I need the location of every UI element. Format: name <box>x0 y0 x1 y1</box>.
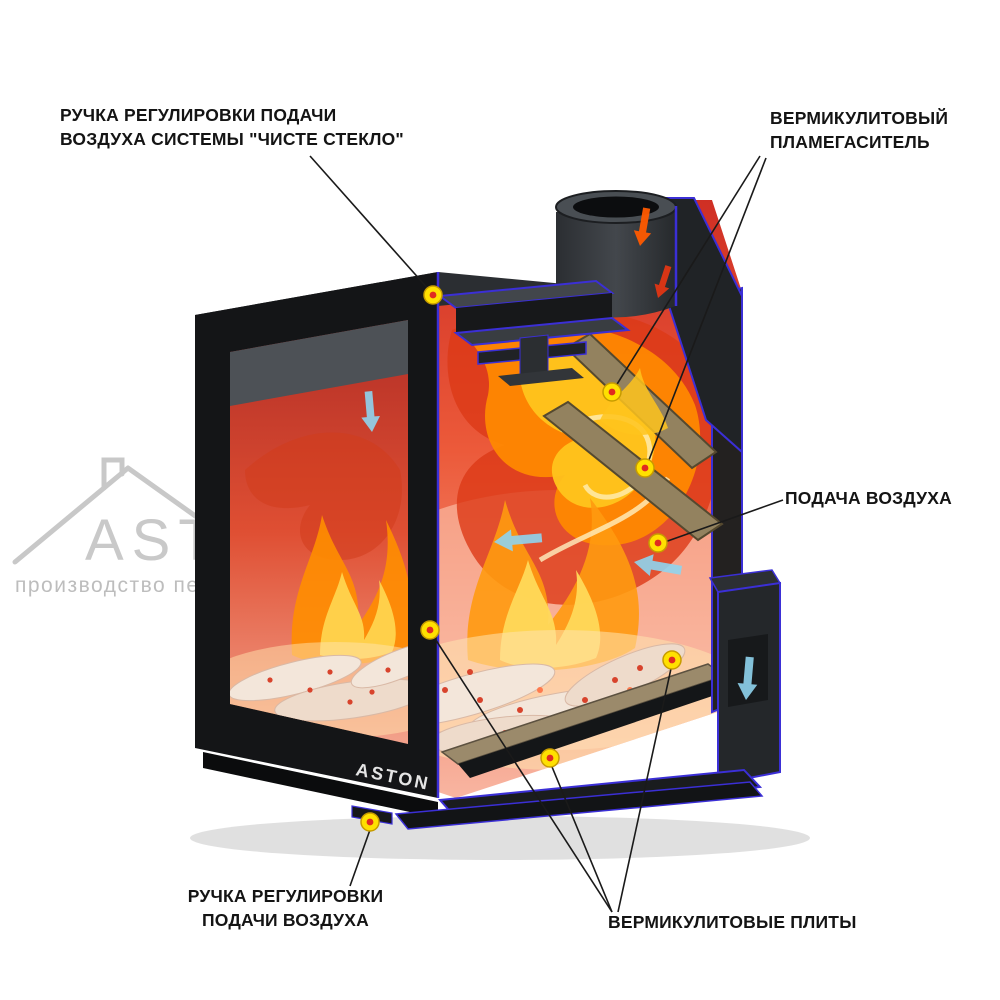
callout-line-arrester-1 <box>613 155 761 390</box>
stove-front: ASTON <box>195 272 438 798</box>
firebox-base-band <box>458 676 736 778</box>
callout-markers <box>360 285 682 832</box>
vermiculite-slab-bottom <box>542 400 724 542</box>
stove-base <box>203 752 764 830</box>
callout-marker-plate-left <box>420 620 440 640</box>
callout-marker-flame-arrester-top <box>602 382 622 402</box>
callout-marker-air-supply <box>648 533 668 553</box>
callout-line-air-handle <box>349 826 372 887</box>
callout-line-plates-3 <box>617 663 673 913</box>
callout-line-air-supply <box>661 499 784 544</box>
base-tray-2 <box>394 781 764 830</box>
callout-line-plates-2 <box>549 761 613 913</box>
callout-line-arrester-2 <box>646 157 767 466</box>
callout-marker-air-handle <box>360 812 380 832</box>
label-air-supply: ПОДАЧА ВОЗДУХА <box>785 488 952 508</box>
label-vermiculite-plates: ВЕРМИКУЛИТОВЫЕ ПЛИТЫ <box>608 912 857 932</box>
callout-line-clean-glass <box>309 155 431 292</box>
callout-marker-plate-bottom <box>540 748 560 768</box>
callout-marker-plate-right <box>662 650 682 670</box>
callout-marker-flame-arrester-bottom <box>635 458 655 478</box>
label-air-handle: РУЧКА РЕГУЛИРОВКИ ПОДАЧИ ВОЗДУХА <box>187 886 384 931</box>
label-clean-glass-handle: РУЧКА РЕГУЛИРОВКИ ПОДАЧИ ВОЗДУХА СИСТЕМЫ… <box>60 105 404 150</box>
label-flame-arrester: ВЕРМИКУЛИТОВЫЙ ПЛАМЕГАСИТЕЛЬ <box>770 108 949 153</box>
air-intake-box <box>708 569 782 786</box>
front-bottom-lip <box>203 752 438 818</box>
flame-lick <box>600 368 668 435</box>
glass-top-band <box>230 320 408 406</box>
top-cut-plates <box>437 279 631 386</box>
floor-shadow <box>190 816 810 860</box>
flame-arrester-slabs <box>542 332 724 542</box>
clean-glass-mechanism <box>477 334 587 386</box>
callout-lines <box>309 155 784 913</box>
callout-marker-clean-glass-handle <box>423 285 443 305</box>
callout-line-plates-1 <box>431 633 613 913</box>
watermark-chimney-icon <box>101 457 125 491</box>
